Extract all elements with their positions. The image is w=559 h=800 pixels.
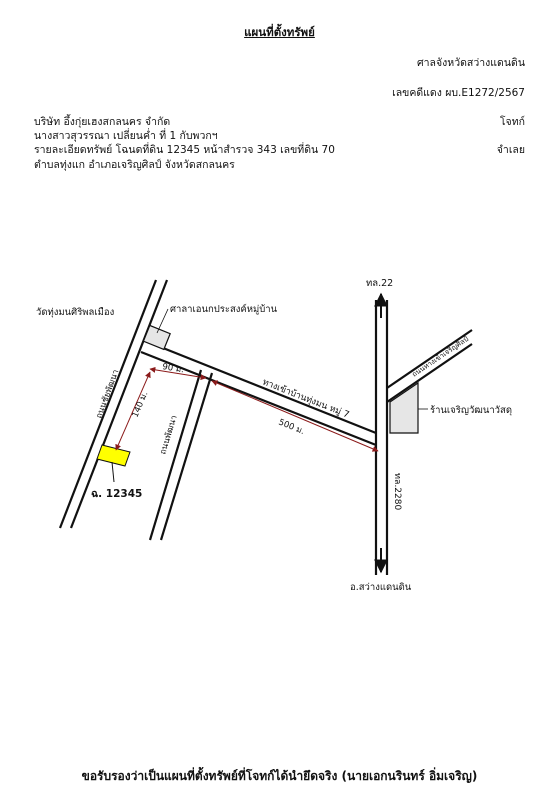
shop-building [389,381,419,434]
certification-footer: ขอรับรองว่าเป็นแผนที่ตั้งทรัพย์ที่โจทก์ไ… [81,769,478,783]
parcel-label: ฉ. 12345 [91,488,142,500]
land-parcel [96,444,131,467]
road-middle [148,369,214,541]
village-road-label: ทางเข้าบ้านทุ่งมน หมู่ 7 [261,377,351,421]
hall-building [142,324,171,351]
dist-500-label: 500 ม. [277,418,306,437]
temple-label: วัดทุ่งมนศิริพลเมือง [36,307,114,318]
plaintiff-name: บริษัท อึ้งกุ่ยเฮงสกลนคร จำกัด [34,116,171,128]
measure-500 [211,380,379,452]
location-map: วัดทุ่งมนศิริพลเมือง ศาลาเอนกประสงค์หมู่… [36,278,512,593]
case-number: เลขคดีแดง ผบ.E1272/2567 [392,87,525,99]
defendant-name: นางสาวสุวรรณา เปลี่ยนค่ำ ที่ 1 กับพวกฯ [34,130,218,142]
property-detail: รายละเอียดทรัพย์ โฉนดที่ดิน 12345 หน้าสำ… [34,144,335,156]
parcel-leader [111,461,115,483]
highway-top-label: ทล.22 [366,278,393,289]
road-left-label: ถนนชัยพัฒนา [94,368,121,420]
shop-label: ร้านเจริญวัฒนาวัสดุ [430,405,512,416]
property-location: ตำบลทุ่งแก อำเภอเจริญศิลป์ จังหวัดสกลนคร [34,159,235,171]
side-road [386,329,473,403]
highway-bottom-label: ทล.2280 [392,473,402,510]
village-road [140,338,377,447]
dist-90-label: 90 ม. [162,362,185,375]
defendant-role: จำเลย [496,144,525,156]
court-name: ศาลจังหวัดสว่างแดนดิน [417,57,525,69]
page-title: แผนที่ตั้งทรัพย์ [244,25,315,39]
highway [374,300,389,575]
measure-140 [115,371,151,451]
dist-140-label: 140 ม. [131,390,151,419]
plaintiff-role: โจทก์ [499,116,525,128]
hall-leader [156,308,169,334]
measure-90 [149,366,207,381]
district-label: อ.สว่างแดนดิน [350,582,412,593]
hall-label: ศาลาเอนกประสงค์หมู่บ้าน [170,303,278,315]
side-road-label: ถนนทางเข้าเจริญศิลป์ [411,335,471,379]
